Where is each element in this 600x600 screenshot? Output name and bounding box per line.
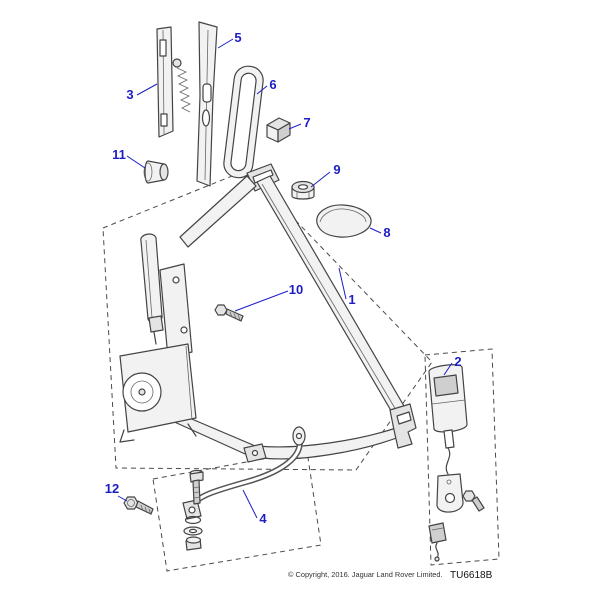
retractor-assembly — [119, 233, 197, 443]
callout-1-label: 1 — [348, 292, 355, 307]
part-8-anchor-cover — [316, 204, 372, 238]
part-10-bolt — [214, 304, 244, 322]
callout-2: 2 — [443, 354, 462, 376]
callout-2-label: 2 — [454, 354, 461, 369]
copyright-text: © Copyright, 2016. Jaguar Land Rover Lim… — [288, 570, 443, 579]
callout-9-label: 9 — [333, 162, 340, 177]
callout-7: 7 — [288, 115, 311, 130]
part-12-bolt — [123, 496, 154, 516]
part-2-buckle-assembly — [428, 364, 485, 562]
callout-6: 6 — [256, 77, 277, 95]
callout-3: 3 — [126, 83, 158, 102]
callout-6-label: 6 — [269, 77, 276, 92]
part-3-mounting-rail — [156, 26, 191, 138]
part-5-trim-strip — [196, 21, 218, 187]
callouts: 1 2 3 4 5 6 7 8 — [105, 30, 462, 526]
footer: © Copyright, 2016. Jaguar Land Rover Lim… — [288, 570, 493, 581]
latch-plate — [389, 403, 417, 449]
part-11-roller-spacer — [143, 160, 169, 184]
callout-4: 4 — [242, 489, 267, 526]
callout-4-label: 4 — [259, 511, 267, 526]
callout-11-label: 11 — [112, 147, 126, 162]
callout-8: 8 — [369, 225, 391, 240]
callout-10-label: 10 — [289, 282, 303, 297]
diagram-code: TU6618B — [450, 570, 493, 581]
callout-10: 10 — [234, 282, 303, 312]
callout-9: 9 — [310, 162, 341, 188]
callout-8-label: 8 — [383, 225, 390, 240]
callout-3-label: 3 — [126, 87, 133, 102]
dashed-box-buckle — [424, 348, 500, 566]
part-9-nut — [291, 180, 315, 200]
callout-7-label: 7 — [303, 115, 310, 130]
callout-1: 1 — [338, 267, 356, 307]
callout-5-label: 5 — [234, 30, 241, 45]
part-4-anchor-rod-and-fixings — [182, 426, 306, 551]
part-6-belt-guide-loop — [223, 65, 264, 179]
callout-5: 5 — [217, 30, 242, 49]
part-7-spacer-block — [266, 117, 291, 143]
callout-12-label: 12 — [105, 481, 119, 496]
callout-12: 12 — [105, 481, 128, 502]
callout-11: 11 — [112, 147, 146, 169]
